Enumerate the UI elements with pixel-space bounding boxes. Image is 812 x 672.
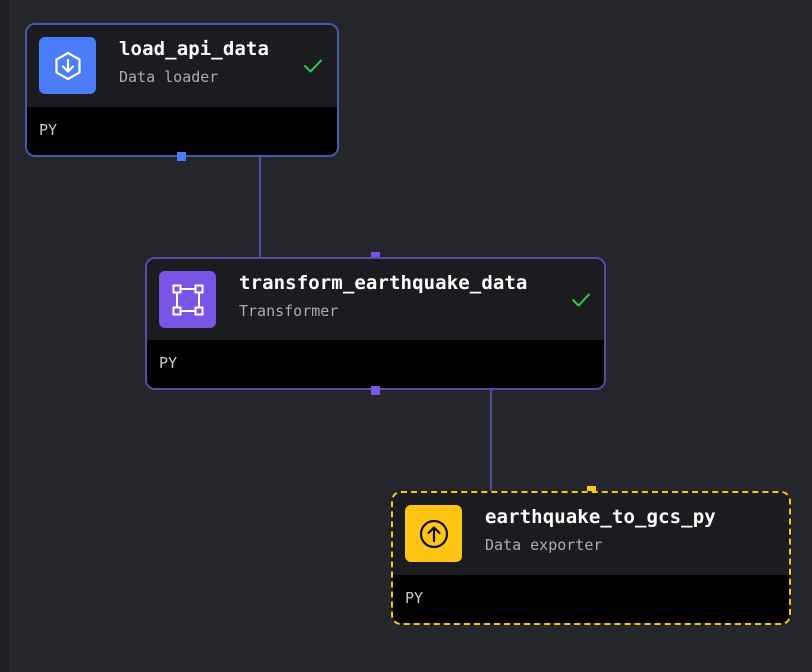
block-header: transform_earthquake_data Transformer: [147, 259, 604, 339]
block-language: PY: [39, 121, 58, 139]
block-name: load_api_data: [119, 38, 270, 60]
block-header: earthquake_to_gcs_py Data exporter: [393, 493, 789, 573]
block-footer: PY: [393, 575, 789, 623]
check-icon: [571, 292, 591, 312]
input-port[interactable]: [371, 252, 380, 261]
block-transform-earthquake-data[interactable]: transform_earthquake_data Transformer PY: [145, 257, 606, 390]
block-load-api-data[interactable]: load_api_data Data loader PY: [25, 23, 339, 157]
download-arrow-icon: [39, 37, 96, 94]
block-footer: PY: [147, 340, 604, 388]
block-name: transform_earthquake_data: [239, 272, 528, 294]
canvas-left-edge: [0, 0, 11, 672]
block-type: Data loader: [119, 68, 219, 86]
block-type: Transformer: [239, 302, 339, 320]
block-name: earthquake_to_gcs_py: [485, 506, 716, 528]
block-language: PY: [159, 354, 178, 372]
output-port[interactable]: [177, 152, 186, 161]
upload-arrow-icon: [405, 505, 462, 562]
transform-square-icon: [159, 271, 216, 328]
input-port[interactable]: [587, 486, 596, 495]
output-port[interactable]: [371, 386, 380, 395]
block-footer: PY: [27, 107, 337, 155]
block-header: load_api_data Data loader: [27, 25, 337, 105]
block-earthquake-to-gcs-py[interactable]: earthquake_to_gcs_py Data exporter PY: [391, 491, 791, 625]
block-type: Data exporter: [485, 536, 603, 554]
check-icon: [303, 58, 323, 78]
block-language: PY: [405, 589, 424, 607]
